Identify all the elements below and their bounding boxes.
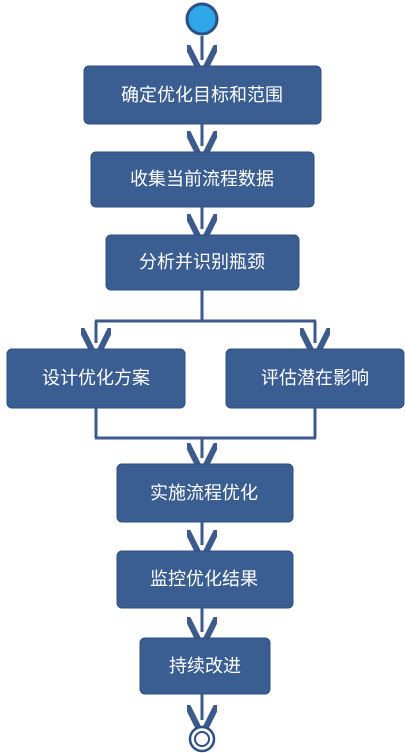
node-continuous-improve-label: 持续改进: [169, 656, 241, 677]
node-monitor: 监控优化结果: [116, 550, 294, 609]
start-node-icon: [185, 2, 219, 36]
node-collect-data-label: 收集当前流程数据: [130, 169, 274, 190]
node-assess-impact: 评估潜在影响: [225, 348, 405, 409]
node-collect-data: 收集当前流程数据: [90, 151, 315, 208]
node-define-goal: 确定优化目标和范围: [83, 65, 322, 125]
node-assess-impact-label: 评估潜在影响: [261, 368, 369, 389]
node-design-plan: 设计优化方案: [6, 348, 186, 409]
node-define-goal-label: 确定优化目标和范围: [121, 85, 283, 106]
node-design-plan-label: 设计优化方案: [42, 368, 150, 389]
node-implement: 实施流程优化: [116, 463, 294, 523]
node-monitor-label: 监控优化结果: [150, 569, 258, 590]
end-node-icon: [188, 725, 216, 753]
node-continuous-improve: 持续改进: [139, 637, 271, 695]
node-identify-bottleneck: 分析并识别瓶颈: [105, 234, 300, 291]
node-implement-label: 实施流程优化: [150, 483, 258, 504]
node-identify-bottleneck-label: 分析并识别瓶颈: [139, 252, 265, 273]
